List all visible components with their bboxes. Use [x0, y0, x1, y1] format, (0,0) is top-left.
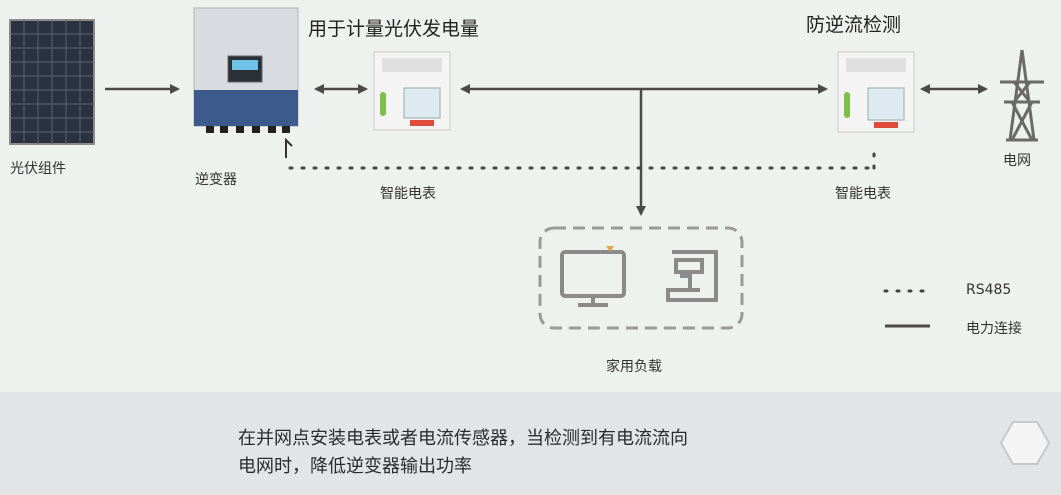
inverter-icon — [193, 7, 299, 133]
monitor-accent-icon — [606, 246, 614, 252]
solar-panel-icon — [9, 19, 95, 145]
monitor-icon — [560, 250, 626, 307]
grid-label: 电网 — [1003, 153, 1031, 169]
meter-left-title: 用于计量光伏发电量 — [308, 18, 480, 40]
legend-rs485-label: RS485 — [966, 282, 1012, 298]
coffee-machine-icon — [666, 250, 718, 302]
rs485-inverter-connector — [285, 137, 293, 158]
footer-line-2: 电网时，降低逆变器输出功率 — [238, 456, 472, 477]
footer-line-1: 在并网点安装电表或者电流传感器，当检测到有电流流向 — [238, 428, 688, 449]
footer-description: 在并网点安装电表或者电流传感器，当检测到有电流流向 电网时，降低逆变器输出功率 — [238, 425, 918, 481]
legend-power-label: 电力连接 — [966, 321, 1022, 337]
meter-right-label: 智能电表 — [835, 186, 891, 202]
household-load-box — [538, 226, 744, 330]
household-load-label: 家用负载 — [606, 359, 662, 375]
smart-meter-left-icon — [373, 51, 451, 131]
inverter-label: 逆变器 — [195, 172, 237, 188]
smart-meter-right-icon — [837, 51, 915, 133]
hexagon-icon[interactable] — [1000, 420, 1050, 466]
meter-left-label: 智能电表 — [380, 186, 436, 202]
footer-band — [0, 392, 1061, 495]
meter-right-title: 防逆流检测 — [806, 14, 902, 36]
power-tower-icon — [1000, 49, 1044, 142]
solar-panel-label: 光伏组件 — [10, 161, 66, 177]
